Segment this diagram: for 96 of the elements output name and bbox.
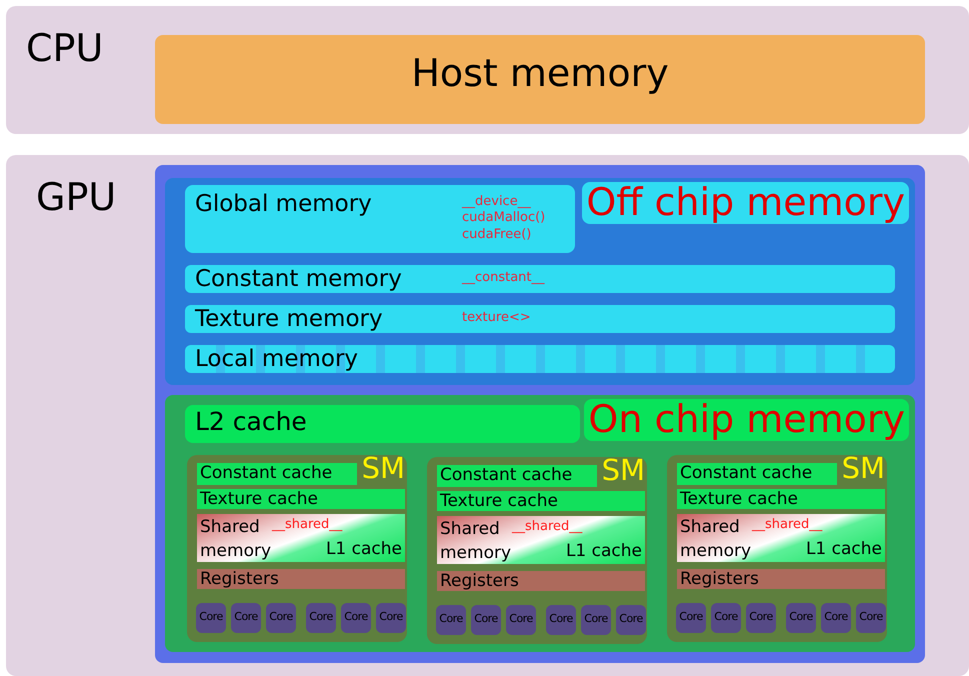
core-label: Core [713,611,739,624]
shared-memory-box [437,516,645,564]
cache-box [437,491,645,511]
multiprocessor-panel [667,455,887,642]
shared-memory-box [197,514,405,562]
cache-box [437,465,597,487]
cache-label: Texture cache [200,490,318,509]
core-box [231,603,261,633]
register-box [677,569,885,589]
core-box [746,603,776,633]
memory-label: Texture memory [195,307,383,332]
memory-box [185,265,895,293]
cache-label: L1 cache [326,540,402,559]
cache-box [197,463,357,485]
core-label: Core [858,611,884,624]
core-label: Core [583,613,609,626]
multiprocessor-panel [187,455,407,642]
core-label: Core [308,611,334,624]
multiprocessor-panel [427,457,647,644]
cache-label: Constant cache [680,464,812,483]
multiprocessor-label: SM [362,453,405,485]
region-heading: On chip memory [584,399,909,441]
core-box [821,603,851,633]
core-box [436,605,466,635]
code-annotation: __constant__ [462,270,546,286]
memory-label: Local memory [195,347,358,372]
code-annotation: __device__ cudaMalloc() cudaFree() [462,194,546,243]
code-annotation: __shared__ [512,520,582,534]
memory-label: Constant memory [195,267,402,292]
core-label: Core [378,611,404,624]
code-annotation: __shared__ [272,518,342,532]
memory-label: Shared memory [440,518,510,565]
section-panel [6,6,969,134]
memory-box [185,345,895,373]
core-label: Core [438,613,464,626]
core-box [376,603,406,633]
section-label: CPU [26,28,104,70]
code-annotation: __shared__ [752,518,822,532]
cache-box [677,463,837,485]
core-box [711,603,741,633]
core-box [341,603,371,633]
device-panel [155,165,925,663]
cache-box [677,489,885,509]
core-label: Core [198,611,224,624]
core-box [856,603,886,633]
register-label: Registers [200,570,279,589]
register-label: Registers [440,572,519,591]
register-label: Registers [680,570,759,589]
core-box [306,603,336,633]
core-box [471,605,501,635]
core-label: Core [473,613,499,626]
region-heading: Off chip memory [582,182,909,224]
core-label: Core [343,611,369,624]
core-box [546,605,576,635]
core-label: Core [748,611,774,624]
register-box [197,569,405,589]
memory-label: Host memory [410,53,670,95]
memory-label: Shared memory [200,516,270,563]
cache-box [185,405,580,443]
multiprocessor-label: SM [602,455,645,487]
section-panel [6,155,969,676]
core-label: Core [788,611,814,624]
core-label: Core [268,611,294,624]
core-label: Core [678,611,704,624]
core-label: Core [508,613,534,626]
memory-box [155,35,925,124]
cache-label: Texture cache [680,490,798,509]
core-box [266,603,296,633]
core-label: Core [618,613,644,626]
section-label: GPU [36,177,116,219]
shared-memory-box [677,514,885,562]
memory-box [185,185,575,253]
cache-label: Constant cache [200,464,332,483]
cache-label: L1 cache [806,540,882,559]
memory-label: Global memory [195,192,372,218]
core-box [786,603,816,633]
memory-region-panel [165,178,915,385]
core-label: Core [548,613,574,626]
core-label: Core [823,611,849,624]
memory-box [185,305,895,333]
code-annotation: texture<> [462,310,532,326]
multiprocessor-label: SM [842,453,885,485]
core-box [616,605,646,635]
cache-box [197,489,405,509]
core-box [676,603,706,633]
core-label: Core [233,611,259,624]
memory-label: Shared memory [680,516,750,563]
memory-region-panel [165,395,915,652]
cache-label: Texture cache [440,492,558,511]
cache-label: L2 cache [195,408,307,436]
core-box [506,605,536,635]
register-box [437,571,645,591]
cache-label: Constant cache [440,466,572,485]
core-box [196,603,226,633]
cache-label: L1 cache [566,542,642,561]
core-box [581,605,611,635]
